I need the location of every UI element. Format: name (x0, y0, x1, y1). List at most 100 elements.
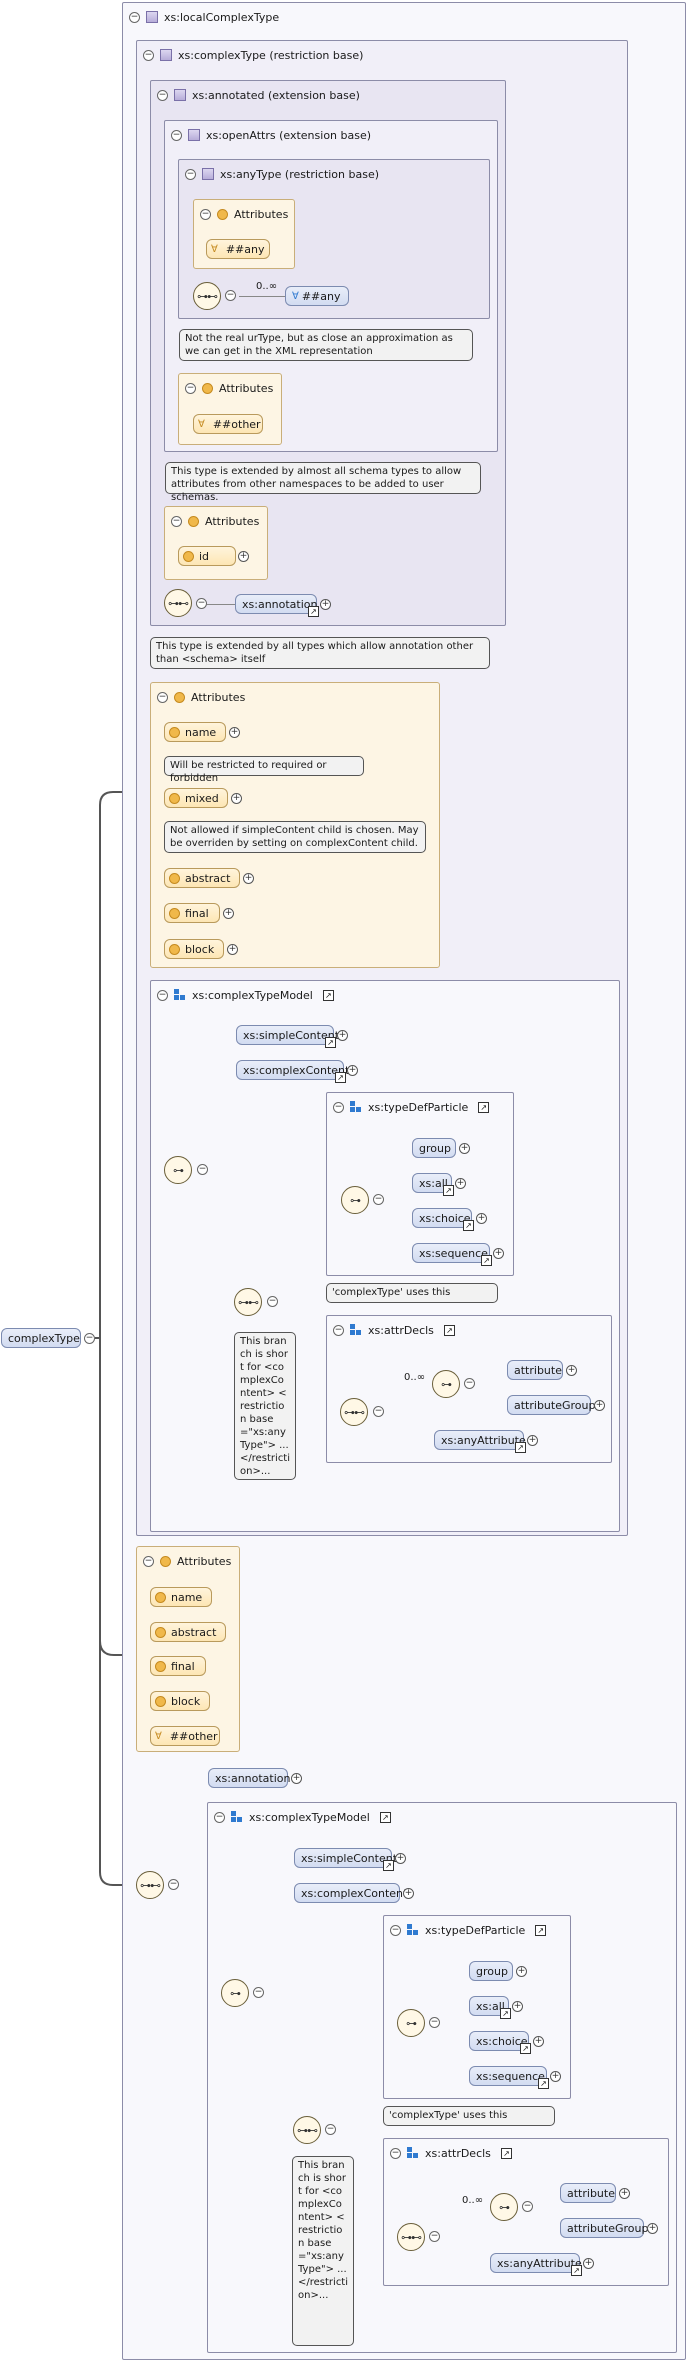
link-arrow-icon[interactable]: ↗ (481, 1255, 492, 1266)
sequence-expand-icon[interactable]: + (493, 1248, 504, 1259)
annotated-seq-collapse-icon[interactable]: − (196, 598, 207, 609)
tdp2-all[interactable]: xs:all↗ (469, 1996, 511, 2019)
local-abstract-attribute[interactable]: abstract (150, 1622, 226, 1642)
ad1-attribute[interactable]: attribute (507, 1360, 563, 1380)
mixed-expand-icon[interactable]: + (231, 793, 242, 804)
any-type-collapse-icon[interactable]: − (185, 168, 196, 180)
local-seq-collapse-icon[interactable]: − (168, 1879, 179, 1890)
link-arrow-icon[interactable]: ↗ (308, 606, 319, 617)
final-attribute[interactable]: final (164, 903, 220, 923)
ad2-any-attribute[interactable]: xs:anyAttribute↗ (490, 2253, 582, 2276)
ad1-choice-collapse-icon[interactable]: − (464, 1378, 475, 1389)
root-collapse-icon[interactable]: − (84, 1333, 95, 1344)
complex-type-root-element[interactable]: complexType (1, 1328, 81, 1348)
model2-simple-content[interactable]: xs:simpleContent↗ (294, 1848, 397, 1871)
tdp2-sequence[interactable]: xs:sequence↗ (469, 2066, 549, 2089)
local-complex-type-collapse-icon[interactable]: − (129, 11, 140, 23)
attributes-collapse-icon[interactable]: − (200, 208, 211, 220)
block-expand-icon[interactable]: + (227, 944, 238, 955)
simple-expand-icon[interactable]: + (337, 1030, 348, 1041)
choice2-expand-icon[interactable]: + (533, 2036, 544, 2047)
any-attribute-expand-icon[interactable]: + (527, 1435, 538, 1446)
link-arrow-icon[interactable]: ↗ (463, 1220, 474, 1231)
model1-choice-collapse-icon[interactable]: − (197, 1164, 208, 1175)
tdp1-group[interactable]: group (412, 1138, 456, 1158)
attributes-collapse-icon[interactable]: − (171, 515, 182, 527)
open-attrs-collapse-icon[interactable]: − (171, 129, 182, 141)
open-attrs-other-attribute[interactable]: ∀##other (193, 414, 263, 434)
ad2-choice-collapse-icon[interactable]: − (522, 2201, 533, 2212)
link-arrow-icon[interactable]: ↗ (322, 989, 334, 1001)
all2-expand-icon[interactable]: + (512, 2001, 523, 2012)
ad2-attribute[interactable]: attribute (560, 2183, 616, 2203)
link-arrow-icon[interactable]: ↗ (500, 2008, 511, 2019)
attributes-collapse-icon[interactable]: − (157, 691, 168, 703)
link-arrow-icon[interactable]: ↗ (335, 1072, 346, 1083)
sequence2-expand-icon[interactable]: + (550, 2071, 561, 2082)
local-annotation-expand-icon[interactable]: + (291, 1773, 302, 1784)
any-type-seq-collapse-icon[interactable]: − (225, 290, 236, 301)
tdp1-all[interactable]: xs:all↗ (412, 1173, 454, 1196)
any-type-any-attribute[interactable]: ∀##any (206, 239, 270, 259)
local-annotation-element[interactable]: xs:annotation (208, 1768, 291, 1788)
name-expand-icon[interactable]: + (229, 727, 240, 738)
tdp1-sequence[interactable]: xs:sequence↗ (412, 1243, 492, 1266)
tdp2-choice[interactable]: xs:choice↗ (469, 2031, 531, 2054)
attr-decls-collapse-icon[interactable]: − (390, 2147, 401, 2159)
mixed-attribute[interactable]: mixed (164, 788, 228, 808)
annotated-id-attribute[interactable]: id (178, 546, 236, 566)
any-type-any-element[interactable]: ∀##any (285, 286, 349, 306)
local-name-attribute[interactable]: name (150, 1587, 212, 1607)
ad1-attribute-group[interactable]: attributeGroup (507, 1395, 595, 1415)
attr-decls-collapse-icon[interactable]: − (333, 1324, 344, 1336)
group2-expand-icon[interactable]: + (516, 1966, 527, 1977)
complex-type-collapse-icon[interactable]: − (143, 49, 154, 61)
link-arrow-icon[interactable]: ↗ (478, 1101, 490, 1113)
ad2-seq-collapse-icon[interactable]: − (429, 2231, 440, 2242)
link-arrow-icon[interactable]: ↗ (515, 1442, 526, 1453)
tdp2-group[interactable]: group (469, 1961, 513, 1981)
group-expand-icon[interactable]: + (459, 1143, 470, 1154)
final-expand-icon[interactable]: + (223, 908, 234, 919)
local-other-attribute[interactable]: ∀##other (150, 1726, 220, 1746)
attribute2-expand-icon[interactable]: + (619, 2188, 630, 2199)
attributes-collapse-icon[interactable]: − (143, 1555, 154, 1567)
model2-seq-collapse-icon[interactable]: − (325, 2124, 336, 2135)
attribute-expand-icon[interactable]: + (566, 1365, 577, 1376)
link-arrow-icon[interactable]: ↗ (325, 1037, 336, 1048)
id-expand-icon[interactable]: + (238, 551, 249, 562)
tdp1-choice-collapse-icon[interactable]: − (373, 1194, 384, 1205)
abstract-attribute[interactable]: abstract (164, 868, 240, 888)
all-expand-icon[interactable]: + (455, 1178, 466, 1189)
tdp1-choice[interactable]: xs:choice↗ (412, 1208, 474, 1231)
link-arrow-icon[interactable]: ↗ (520, 2043, 531, 2054)
simple2-expand-icon[interactable]: + (395, 1853, 406, 1864)
model2-complex-content[interactable]: xs:complexContent (294, 1883, 407, 1903)
model1-simple-content[interactable]: xs:simpleContent↗ (236, 1025, 339, 1048)
link-arrow-icon[interactable]: ↗ (443, 1185, 454, 1196)
any-attribute2-expand-icon[interactable]: + (583, 2258, 594, 2269)
model2-choice-collapse-icon[interactable]: − (253, 1987, 264, 1998)
name-attribute[interactable]: name (164, 722, 226, 742)
local-final-attribute[interactable]: final (150, 1656, 206, 1676)
tdp-collapse-icon[interactable]: − (333, 1101, 344, 1113)
link-arrow-icon[interactable]: ↗ (538, 2078, 549, 2089)
link-arrow-icon[interactable]: ↗ (443, 1324, 455, 1336)
complex2-expand-icon[interactable]: + (403, 1888, 414, 1899)
annotated-collapse-icon[interactable]: − (157, 89, 168, 101)
complex-expand-icon[interactable]: + (347, 1065, 358, 1076)
model1-seq-collapse-icon[interactable]: − (267, 1296, 278, 1307)
annotated-annotation-element[interactable]: xs:annotation↗ (235, 594, 319, 617)
link-arrow-icon[interactable]: ↗ (379, 1811, 391, 1823)
abstract-expand-icon[interactable]: + (243, 873, 254, 884)
model-collapse-icon[interactable]: − (214, 1811, 225, 1823)
link-arrow-icon[interactable]: ↗ (383, 1860, 394, 1871)
block-attribute[interactable]: block (164, 939, 224, 959)
annotation-expand-icon[interactable]: + (320, 599, 331, 610)
ad2-attribute-group[interactable]: attributeGroup (560, 2218, 648, 2238)
ad1-seq-collapse-icon[interactable]: − (373, 1406, 384, 1417)
link-arrow-icon[interactable]: ↗ (535, 1924, 547, 1936)
attribute-group-expand-icon[interactable]: + (594, 1400, 605, 1411)
choice-expand-icon[interactable]: + (476, 1213, 487, 1224)
link-arrow-icon[interactable]: ↗ (500, 2147, 512, 2159)
